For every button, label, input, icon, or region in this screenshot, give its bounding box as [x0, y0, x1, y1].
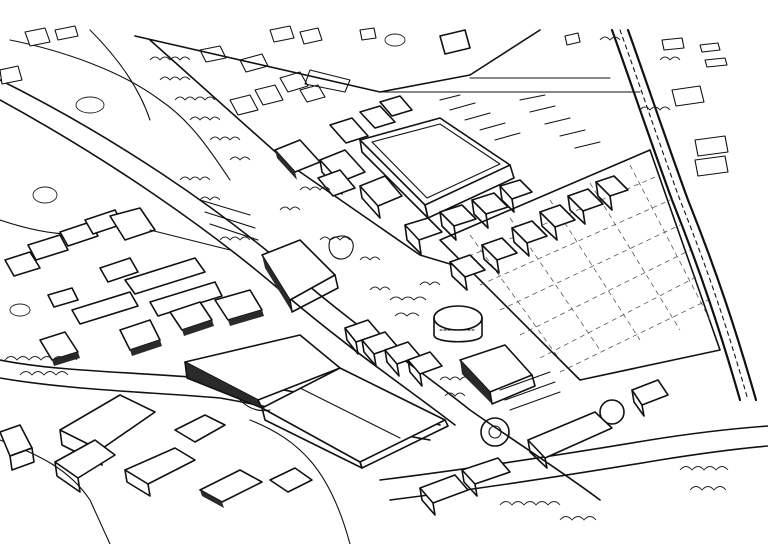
bottom-right-buildings: [419, 379, 669, 516]
stadium-building: [359, 117, 515, 219]
central-warehouse-block: [184, 334, 449, 469]
left-blocks-cluster: [4, 207, 264, 366]
round-tower: [433, 305, 483, 343]
detail-lines: [149, 94, 601, 412]
right-row-buildings: [449, 175, 629, 291]
feature-building: [261, 239, 339, 313]
lower-stadium-buildings: [404, 179, 533, 255]
upper-triangle-cluster: [199, 45, 413, 219]
top-right-buildings: [0, 25, 729, 177]
bottom-left-industrial: [0, 394, 313, 508]
arena-building: [459, 344, 536, 405]
vegetation: [4, 33, 729, 521]
parking-grid-area: [439, 149, 721, 381]
central-small-blocks: [344, 319, 443, 387]
